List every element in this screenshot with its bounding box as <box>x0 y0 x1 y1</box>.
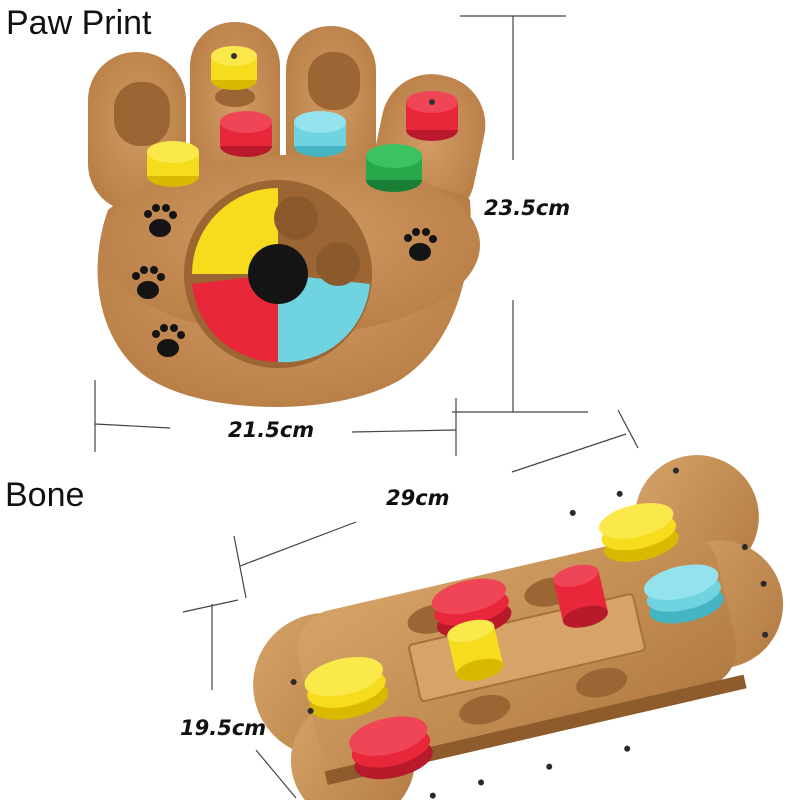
bone-dimension-lines <box>182 409 639 799</box>
paw-dimension-lines <box>94 15 588 456</box>
paw-print-title: Paw Print <box>6 4 152 42</box>
paw-width-label: 21.5cm <box>228 418 315 442</box>
paw-height-label: 23.5cm <box>484 196 571 220</box>
bone-title: Bone <box>5 476 85 514</box>
bone-pegs <box>304 503 724 780</box>
paw-stamps <box>132 204 437 357</box>
bone-rim-paws <box>290 467 769 799</box>
toe-pegs <box>147 46 458 192</box>
rotating-disc <box>184 180 372 368</box>
bone-length-label: 29cm <box>386 486 450 510</box>
bone-board <box>253 455 784 800</box>
bone-width-label: 19.5cm <box>180 716 267 740</box>
paw-board <box>88 22 486 407</box>
